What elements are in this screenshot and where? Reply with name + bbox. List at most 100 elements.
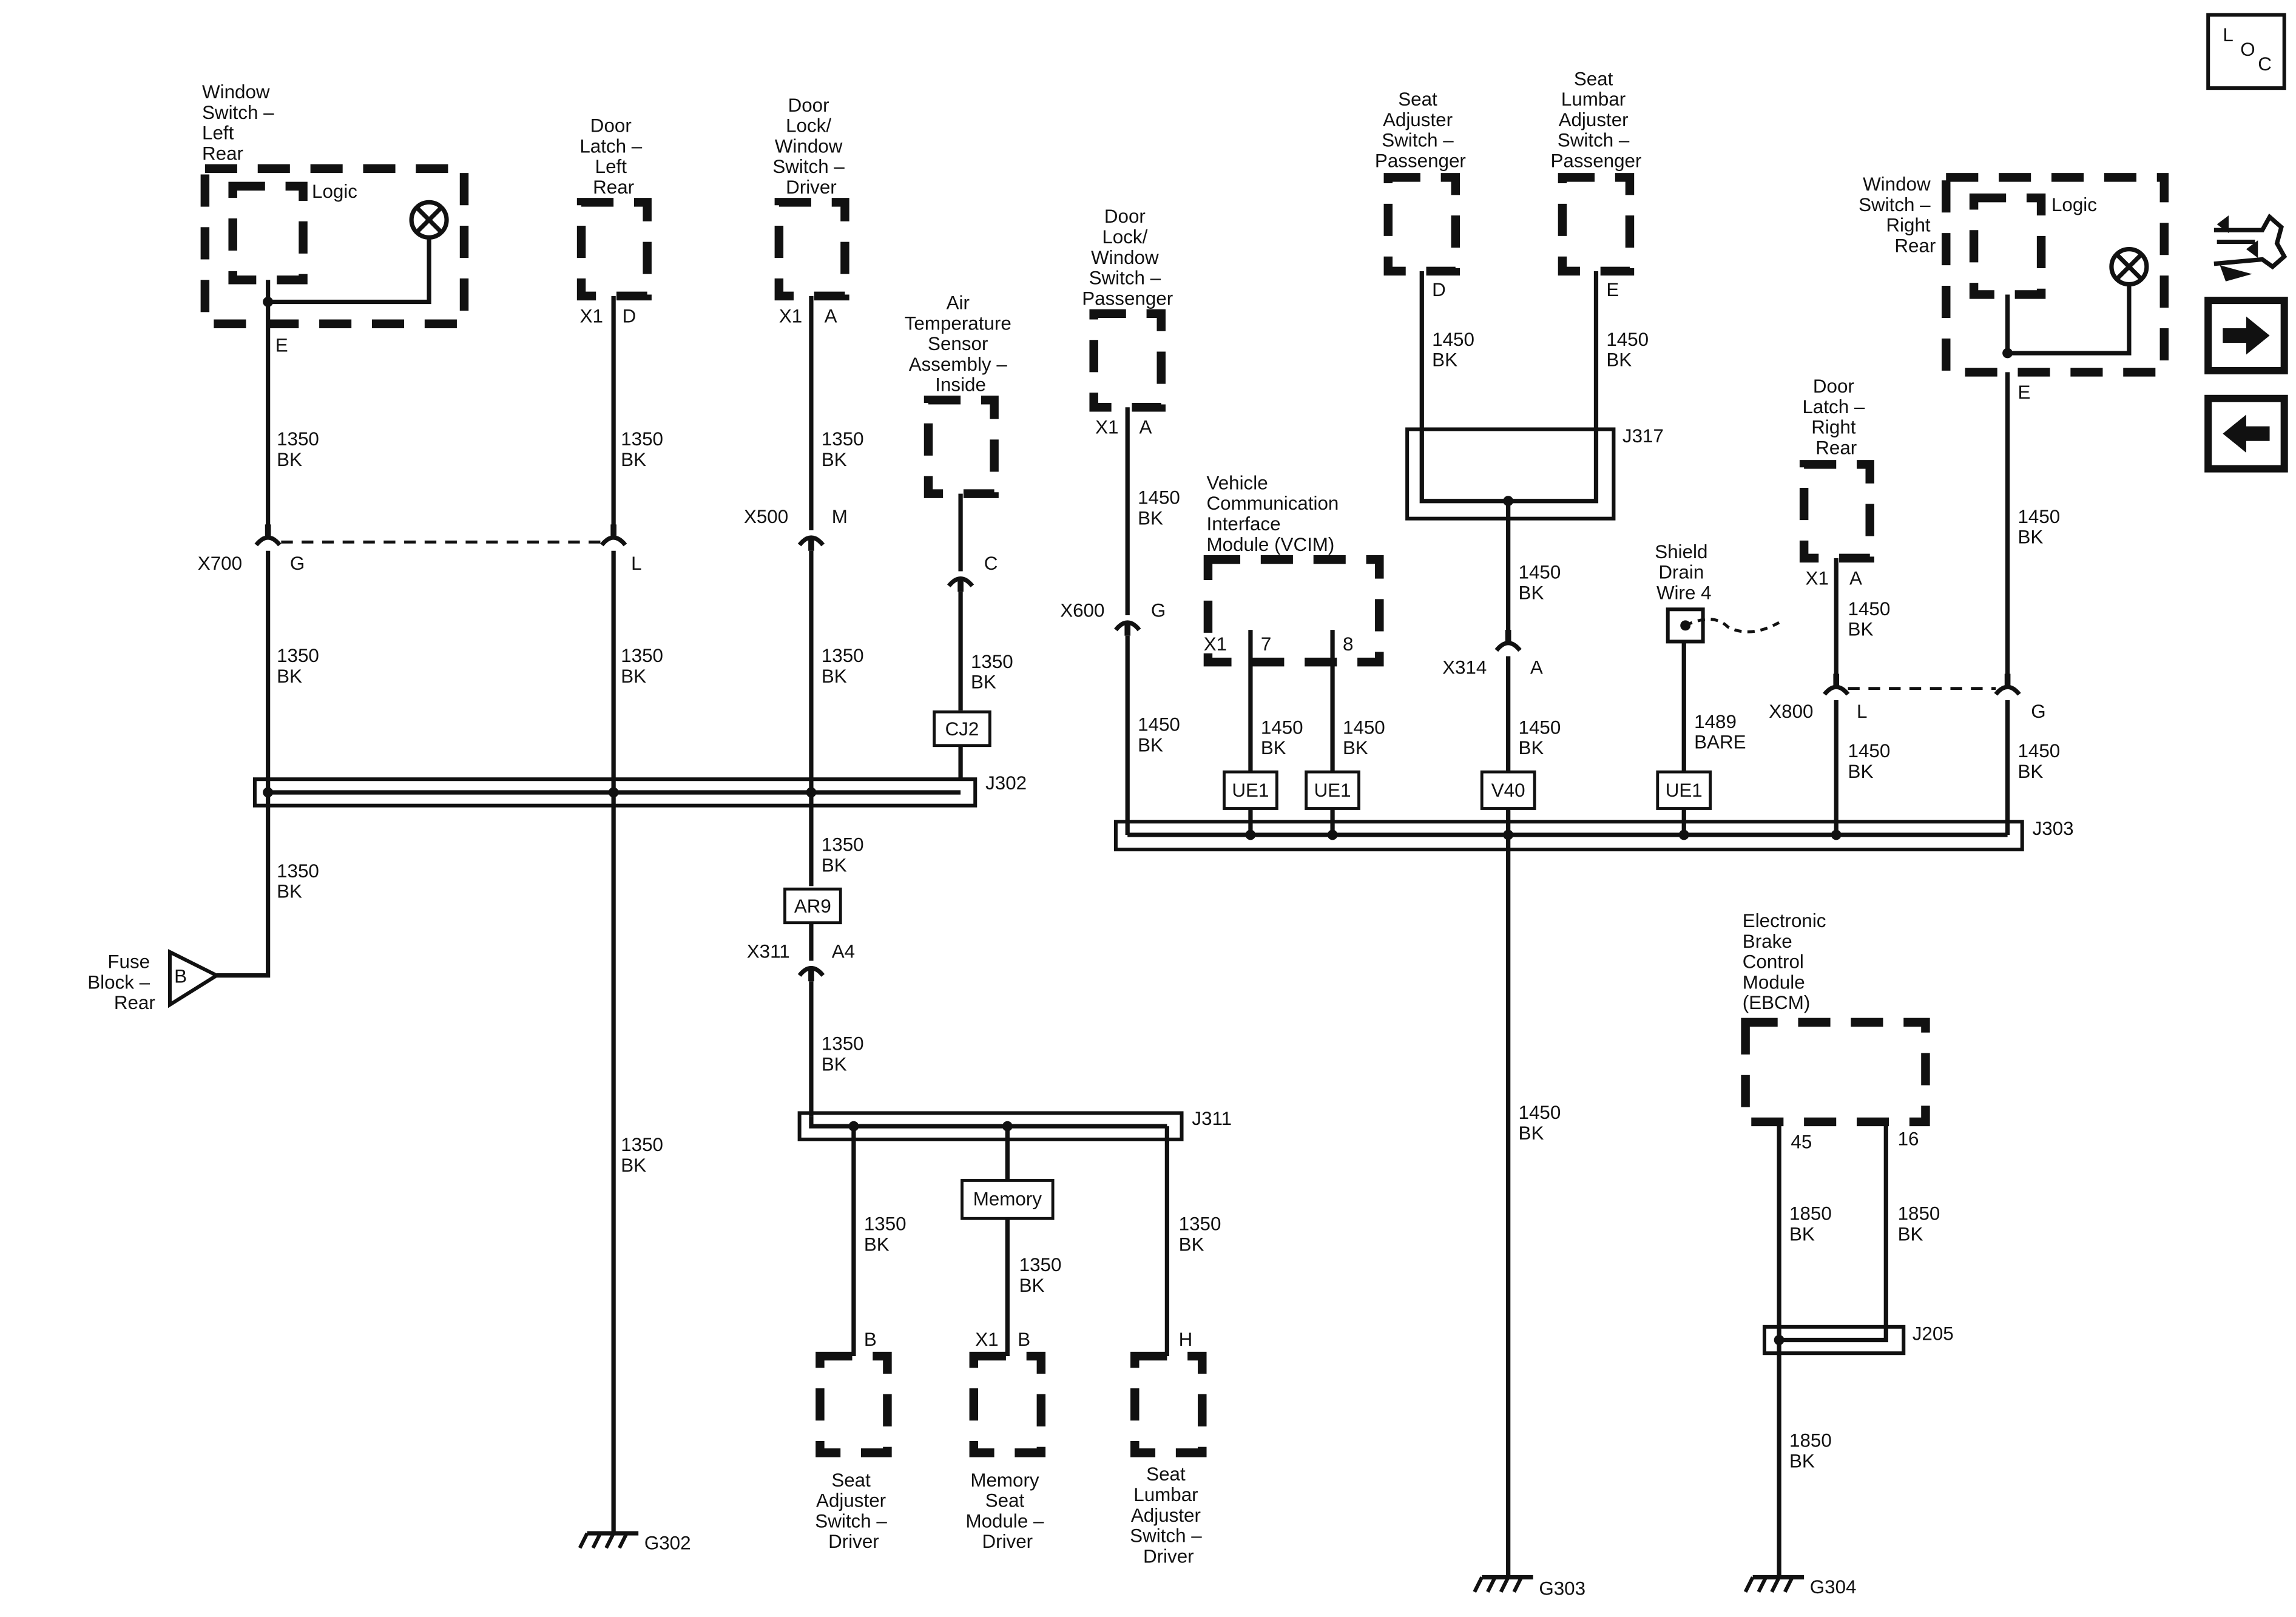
svg-text:L: L (1857, 701, 1867, 722)
door-lock-window-switch-driver-label: Door Lock/ Window Switch – Driver (772, 95, 849, 198)
left-arrow-icon (2223, 414, 2270, 453)
ebcm-module: Electronic Brake Control Module (EBCM) 4… (1741, 910, 1930, 1576)
svg-text:X600: X600 (1060, 599, 1104, 621)
splice-j303: J303 (1113, 818, 2074, 852)
fuse-block-rear: B Fuse Block – Rear (87, 949, 221, 1013)
svg-text:A: A (1849, 567, 1862, 589)
svg-text:UE1: UE1 (1314, 780, 1351, 801)
svg-text:G303: G303 (1539, 1578, 1585, 1599)
tools-icon[interactable] (2213, 213, 2288, 282)
svg-text:Seat Adjuster Swit: Seat Adjuster Switch – Driver (815, 1470, 892, 1552)
svg-text:B: B (174, 966, 187, 987)
door-lock-window-switch-driver: Door Lock/ Window Switch – Driver X1 A (772, 95, 849, 326)
svg-text:C: C (984, 553, 998, 574)
svg-text:8: 8 (1343, 633, 1353, 655)
splice-j302: J302 (252, 772, 1027, 808)
svg-text:X1: X1 (580, 305, 603, 326)
door-latch-left-rear: Door Latch – Left Rear X1 D (576, 115, 652, 326)
connector-x311: X311 A4 (747, 941, 855, 982)
air-temperature-sensor: Air Temperature Sensor Assembly – Inside (905, 292, 1017, 498)
svg-text:X800: X800 (1769, 701, 1813, 722)
connector-x500: X500 M (744, 506, 848, 551)
svg-text:J303: J303 (2033, 818, 2074, 839)
inline-ue1-b: UE1 (1305, 770, 1360, 810)
svg-text:M: M (832, 506, 848, 527)
right-arrow-icon (2223, 316, 2270, 355)
svg-text:45: 45 (1791, 1131, 1812, 1152)
svg-text:Door Latch – Right: Door Latch – Right Rear (1802, 376, 1870, 458)
svg-text:J311: J311 (1192, 1108, 1232, 1129)
connector-x600: X600 G (1060, 599, 1166, 636)
connector-x314: X314 A (1442, 630, 1543, 678)
svg-text:Window Switch – Ri: Window Switch – Right Rear (1859, 174, 1936, 256)
svg-text:Memory Seat Module: Memory Seat Module – Driver (965, 1470, 1049, 1552)
inline-ue1-c: UE1 (1656, 770, 1712, 810)
svg-text:G: G (1151, 599, 1166, 621)
svg-text:Seat Lumbar Adjust: Seat Lumbar Adjuster Switch – Driver (1130, 1463, 1207, 1567)
loc-box: L O C (2206, 13, 2286, 90)
svg-text:A4: A4 (832, 941, 855, 962)
svg-text:UE1: UE1 (1232, 780, 1269, 801)
svg-text:A: A (1530, 657, 1543, 678)
svg-text:A: A (825, 305, 837, 326)
svg-text:Shield Drain Wire: Shield Drain Wire 4 (1655, 541, 1713, 604)
seat-adjuster-switch-passenger: Seat Adjuster Switch – Passenger D (1375, 89, 1466, 300)
svg-text:B: B (864, 1329, 877, 1350)
svg-text:16: 16 (1898, 1129, 1919, 1150)
air-temperature-sensor-label: Air Temperature Sensor Assembly – Inside (905, 292, 1017, 396)
svg-text:V40: V40 (1491, 780, 1525, 801)
svg-text:X311: X311 (747, 941, 790, 962)
ground-g302: G302 (578, 1531, 691, 1554)
inline-v40: V40 (1480, 770, 1536, 810)
svg-text:AR9: AR9 (794, 896, 831, 917)
memory-seat-module-driver: X1 B Memory Seat Module – Driver (965, 1329, 1049, 1552)
inline-ar9: AR9 (783, 887, 842, 925)
svg-text:Seat Lumbar Adjust: Seat Lumbar Adjuster Switch – Passenger (1550, 68, 1641, 171)
svg-text:E: E (1606, 279, 1619, 300)
window-switch-left-rear-label: Window Switch – Left Rear (202, 81, 279, 164)
svg-text:B: B (1018, 1329, 1030, 1350)
shield-drain-wire: Shield Drain Wire 4 (1655, 541, 1780, 644)
logic-label: Logic (2051, 194, 2097, 215)
svg-text:J317: J317 (1622, 425, 1664, 447)
svg-text:X314: X314 (1442, 657, 1487, 678)
door-latch-right-rear: Door Latch – Right Rear X1 A (1799, 376, 1874, 589)
window-switch-right-rear: Window Switch – Right Rear Logic E (1859, 173, 2169, 403)
left-wires (217, 295, 963, 1532)
inline-memory: Memory (961, 1179, 1055, 1220)
svg-text:G302: G302 (644, 1533, 691, 1554)
svg-text:D: D (623, 305, 636, 326)
connector-x700: X700 G L (198, 524, 642, 574)
svg-text:X700: X700 (198, 553, 242, 574)
svg-text:X1: X1 (975, 1329, 998, 1350)
forward-button[interactable] (2204, 297, 2288, 374)
svg-text:J302: J302 (985, 772, 1027, 794)
back-button[interactable] (2204, 394, 2288, 473)
splice-j311: J311 (797, 1108, 1232, 1357)
svg-text:A: A (1140, 417, 1152, 438)
splice-j205: J205 (1762, 1323, 1954, 1355)
svg-text:X1: X1 (1806, 567, 1829, 589)
vcim-module: Vehicle Communication Interface Module (… (1203, 472, 1384, 667)
